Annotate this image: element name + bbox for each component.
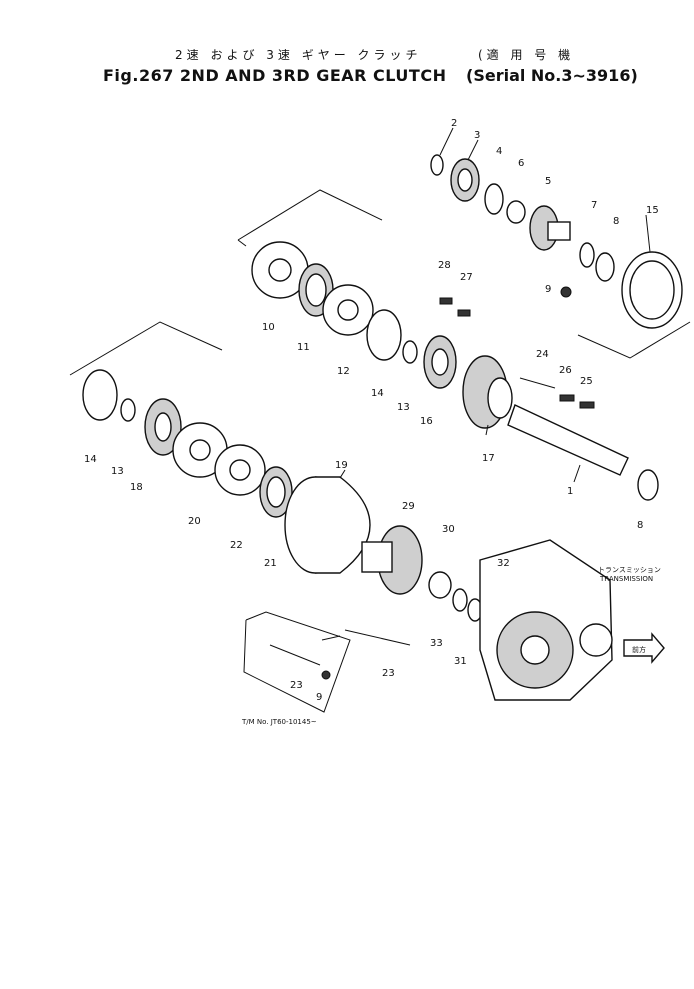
tm-number-note: T/M No. JT60-10145~ xyxy=(241,718,317,726)
part-10-plate-bore xyxy=(268,258,292,282)
part-13-ring-left xyxy=(120,398,136,422)
leader-1 xyxy=(573,464,581,483)
title-japanese: 2速 および 3速 ギヤー クラッチ xyxy=(175,48,422,62)
part-5-gear-hub xyxy=(547,221,571,241)
transmission-label-jp: トランスミッション xyxy=(598,566,661,574)
callout-4: 4 xyxy=(496,146,502,157)
kit-pointer xyxy=(321,635,341,641)
callout-15: 15 xyxy=(646,205,659,216)
part-15-ring-gear-inner xyxy=(629,260,675,320)
part-25-ball xyxy=(579,401,595,409)
callout-11: 11 xyxy=(297,342,310,353)
leader-2 xyxy=(439,127,454,156)
part-30-spacer xyxy=(428,571,452,599)
callout-8-lower: 8 xyxy=(637,520,643,531)
callout-25: 25 xyxy=(580,376,593,387)
callout-6: 6 xyxy=(518,158,524,169)
part-7-snap-ring xyxy=(579,242,595,268)
part-22-plate-bore xyxy=(229,459,251,481)
callout-21: 21 xyxy=(264,558,277,569)
leader-19 xyxy=(339,469,346,479)
group-bracket-upper-tick xyxy=(237,239,247,247)
part-6-spacer xyxy=(506,200,526,224)
bolt-kit-box xyxy=(243,611,351,713)
leader-3 xyxy=(467,139,479,161)
callout-10: 10 xyxy=(262,322,275,333)
callout-22: 22 xyxy=(230,540,243,551)
part-29-gear-hub xyxy=(361,541,393,573)
callout-23-kit: 23 xyxy=(290,680,303,691)
group-bracket-upper xyxy=(237,189,383,241)
leader-15 xyxy=(645,214,651,253)
callout-30: 30 xyxy=(442,524,455,535)
group-bracket-left xyxy=(69,321,223,376)
callout-28: 28 xyxy=(438,260,451,271)
callout-27: 27 xyxy=(460,272,473,283)
callout-23: 23 xyxy=(382,668,395,679)
part-17-gear-hub xyxy=(487,377,513,419)
callout-13-left: 13 xyxy=(111,466,124,477)
part-8-ring-lower xyxy=(637,469,659,501)
part-31-gear-bore xyxy=(520,635,550,665)
part-16-bearing-bore xyxy=(431,348,449,376)
callout-29: 29 xyxy=(402,501,415,512)
part-28-spring xyxy=(439,297,453,305)
callout-9-kit: 9 xyxy=(316,692,322,703)
callout-33: 33 xyxy=(430,638,443,649)
part-18-bearing-bore xyxy=(154,412,172,442)
part-9-nut xyxy=(560,286,572,298)
callout-5: 5 xyxy=(545,176,551,187)
front-label-jp: 前方 xyxy=(632,645,646,654)
part-13-ring xyxy=(402,340,418,364)
part-27-ball xyxy=(457,309,471,317)
part-24-pin xyxy=(519,377,556,389)
callout-1: 1 xyxy=(567,486,573,497)
group-bracket-right xyxy=(577,321,691,359)
part-9-nut-kit xyxy=(321,670,331,680)
part-8-ring xyxy=(595,252,615,282)
part-4-ring xyxy=(484,183,504,215)
serial-japanese: (適 用 号 機 xyxy=(478,48,575,62)
part-33-ring-a xyxy=(452,588,468,612)
callout-20: 20 xyxy=(188,516,201,527)
callout-14: 14 xyxy=(371,388,384,399)
part-23-bolt xyxy=(344,629,411,646)
part-14-snap-ring-left xyxy=(82,369,118,421)
callout-3: 3 xyxy=(474,130,480,141)
callout-16: 16 xyxy=(420,416,433,427)
callout-18: 18 xyxy=(130,482,143,493)
figure-title: Fig.267 2ND AND 3RD GEAR CLUTCH xyxy=(103,66,447,85)
serial-range: (Serial No.3~3916) xyxy=(466,66,638,85)
callout-32: 32 xyxy=(497,558,510,569)
part-2-snap-ring xyxy=(430,154,444,176)
callout-7: 7 xyxy=(591,200,597,211)
callout-8: 8 xyxy=(613,216,619,227)
part-20-plate-bore xyxy=(189,439,211,461)
front-arrow xyxy=(623,632,665,664)
callout-12: 12 xyxy=(337,366,350,377)
leader-17 xyxy=(485,424,489,436)
transmission-label: TRANSMISSION xyxy=(599,575,653,583)
part-1-shaft xyxy=(507,404,629,476)
callout-9: 9 xyxy=(545,284,551,295)
transmission-case-bore xyxy=(579,623,613,657)
part-19-housing-back xyxy=(315,476,371,574)
part-23-bolt-kit xyxy=(269,644,321,666)
callout-17: 17 xyxy=(482,453,495,464)
callout-13: 13 xyxy=(397,402,410,413)
part-11-disc-bore xyxy=(305,273,327,307)
part-21-disc-bore xyxy=(266,476,286,508)
callout-14-left: 14 xyxy=(84,454,97,465)
callout-24: 24 xyxy=(536,349,549,360)
part-12-plate-bore xyxy=(337,299,359,321)
part-26-spring xyxy=(559,394,575,402)
part-14-snap-ring xyxy=(366,309,402,361)
callout-19: 19 xyxy=(335,460,348,471)
callout-31: 31 xyxy=(454,656,467,667)
callout-2: 2 xyxy=(451,118,457,129)
part-3-bearing-bore xyxy=(457,168,473,192)
callout-26: 26 xyxy=(559,365,572,376)
